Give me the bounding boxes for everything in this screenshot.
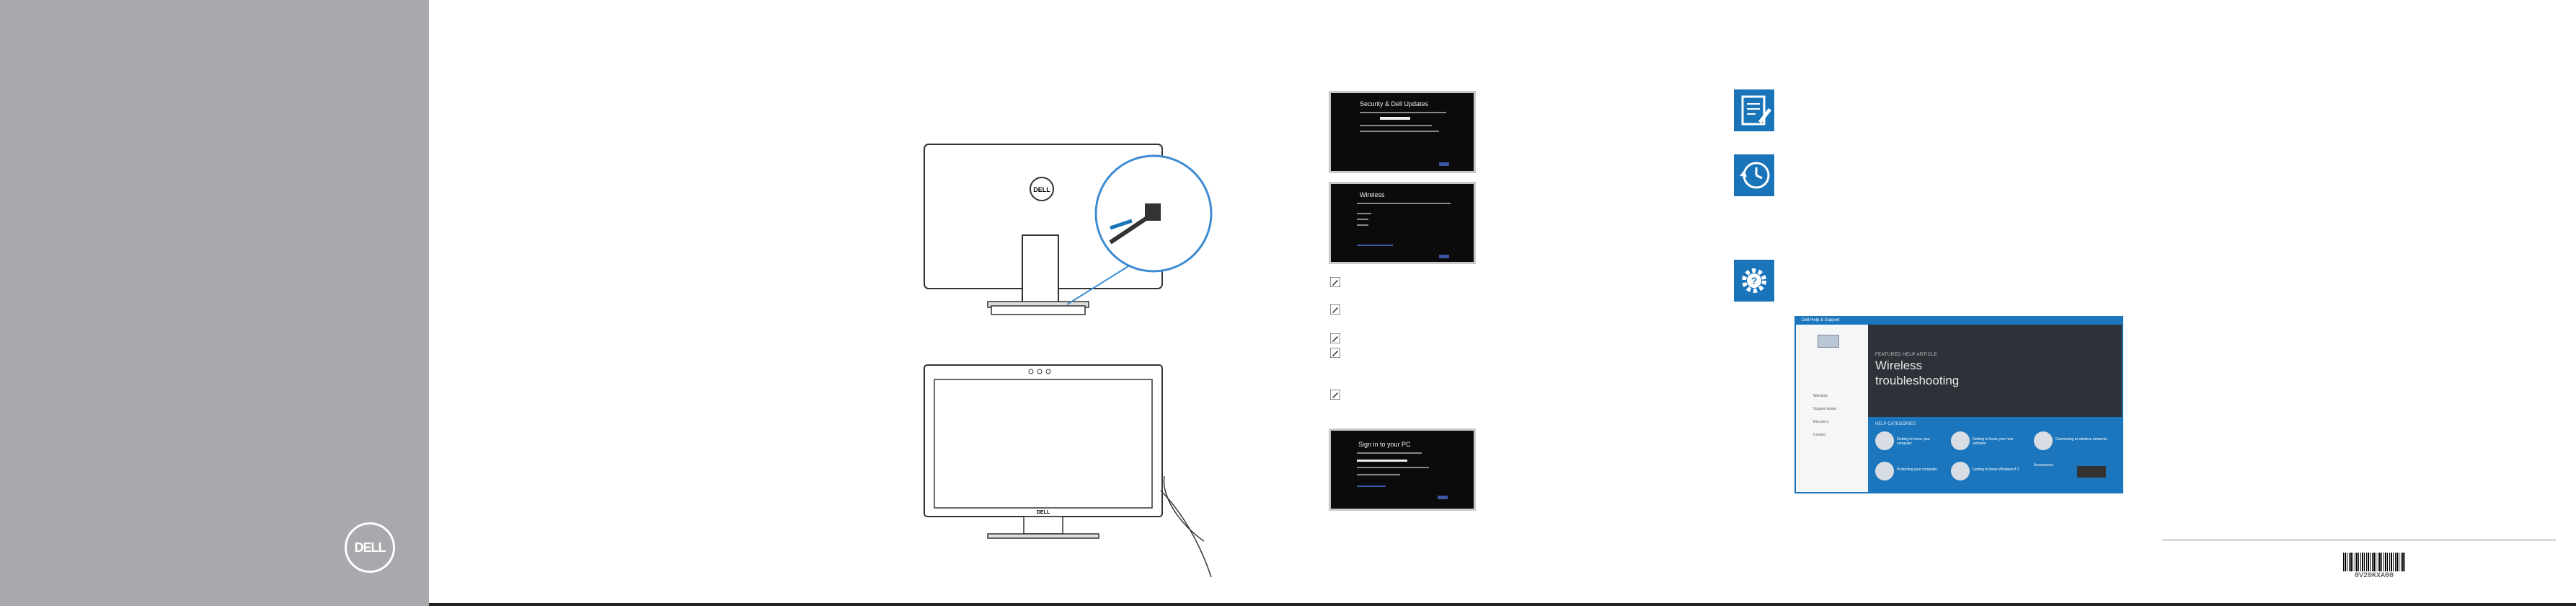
- register-document-icon: [1734, 89, 1774, 131]
- help-categories-label: HELP CATEGORIES: [1875, 422, 1916, 426]
- svg-text:DELL: DELL: [1033, 186, 1050, 193]
- barcode-number: 0V20KXA00: [2354, 572, 2394, 580]
- sidebar-item-supportassist[interactable]: Support Assist: [1813, 407, 1836, 411]
- category-label: Accessories: [2034, 463, 2053, 467]
- note-icon: [1329, 276, 1341, 288]
- category-label: Getting to know your new software: [1973, 437, 2014, 446]
- featured-title-line2: troubleshooting: [1875, 374, 1960, 387]
- help-gear-icon: ?: [1734, 260, 1774, 302]
- monitor-back-illustration: DELL: [916, 141, 1218, 322]
- monitor-front-illustration: DELL: [916, 361, 1226, 584]
- note-icon: [1329, 347, 1341, 359]
- screen-title: Security & Dell Updates: [1360, 100, 1429, 107]
- category-label: Connecting to wireless networks: [2055, 437, 2107, 442]
- featured-kicker: FEATURED HELP ARTICLE: [1875, 353, 1938, 357]
- recovery-clock-icon: [1734, 154, 1774, 196]
- help-categories-panel: [1868, 417, 2122, 492]
- featured-title-line1: Wireless: [1875, 359, 1923, 372]
- category-tile[interactable]: Accessories: [2034, 462, 2117, 483]
- note-icon: [1329, 304, 1341, 315]
- category-tile[interactable]: Getting to know Windows 8.1: [1951, 462, 2023, 483]
- note-icon: [1329, 389, 1341, 400]
- help-support-app-window: Dell Help & Support Warranty Support Ass…: [1794, 316, 2123, 493]
- app-sidebar: Warranty Support Assist Recovery Contact: [1796, 325, 1869, 492]
- security-updates-screen: Security & Dell Updates: [1329, 91, 1476, 173]
- sign-in-screen: Sign in to your PC: [1329, 429, 1476, 511]
- category-tile[interactable]: Connecting to wireless networks: [2034, 431, 2117, 453]
- category-label: Getting to know Windows 8.1: [1973, 467, 2019, 472]
- note-icon: [1329, 333, 1341, 344]
- sidebar-item-recovery[interactable]: Recovery: [1813, 420, 1829, 424]
- sidebar-item-warranty[interactable]: Warranty: [1813, 394, 1828, 398]
- app-title: Dell Help & Support: [1802, 318, 1840, 322]
- screen-title: Wireless: [1360, 191, 1385, 198]
- svg-text:?: ?: [1751, 275, 1758, 286]
- svg-text:DELL: DELL: [1037, 510, 1050, 515]
- wireless-screen: Wireless: [1329, 182, 1476, 264]
- screen-title: Sign in to your PC: [1358, 441, 1411, 448]
- category-tile[interactable]: Getting to know your computer: [1875, 431, 1940, 453]
- category-tile[interactable]: Getting to know your new software: [1951, 431, 2023, 453]
- cover-panel: [0, 0, 429, 606]
- category-label: Getting to know your computer: [1897, 437, 1930, 446]
- sidebar-item-contact[interactable]: Contact: [1813, 433, 1826, 437]
- barcode: [2343, 553, 2405, 571]
- page-bottom-rule: [429, 603, 2576, 606]
- category-tile[interactable]: Protecting your computer: [1875, 462, 1940, 483]
- dell-logo: DELL: [345, 522, 395, 573]
- featured-article-banner[interactable]: [1868, 325, 2122, 417]
- category-label: Protecting your computer: [1897, 467, 1937, 472]
- app-titlebar: Dell Help & Support: [1796, 317, 2122, 325]
